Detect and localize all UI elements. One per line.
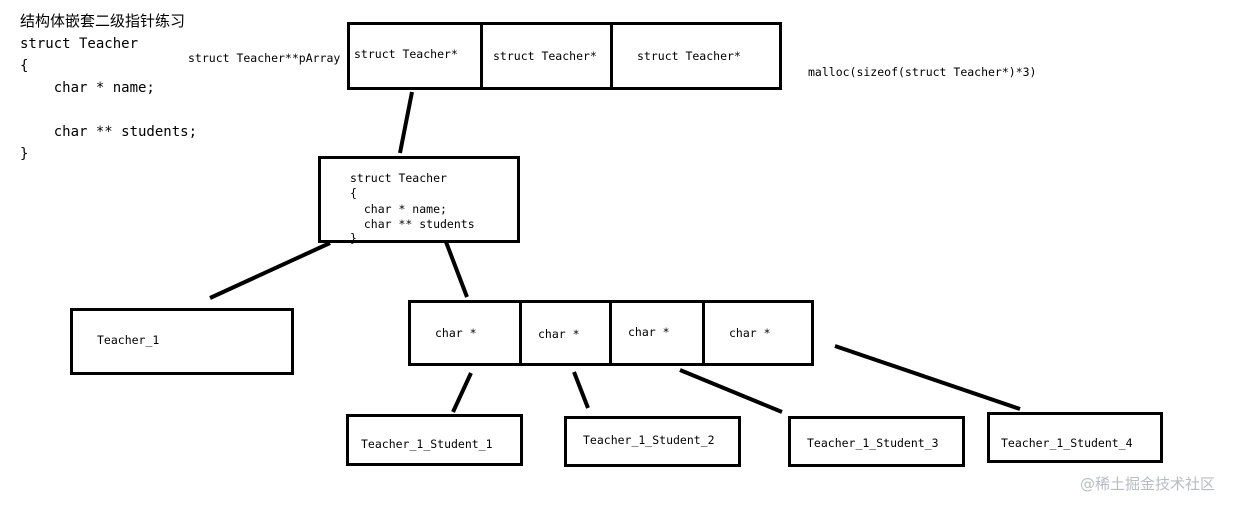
struct-box-line: } bbox=[350, 231, 357, 245]
char-array-cell: char * bbox=[702, 303, 811, 363]
malloc-label: malloc(sizeof(struct Teacher*)*3) bbox=[808, 65, 1037, 79]
student-label: Teacher_1_Student_4 bbox=[1001, 436, 1133, 450]
char-array-box: char * char * char * char * bbox=[408, 300, 814, 366]
char-array-cell-label: char * bbox=[729, 326, 771, 340]
code-line: { bbox=[20, 58, 29, 74]
char-array-cell-label: char * bbox=[538, 327, 580, 341]
struct-box-line: { bbox=[350, 186, 357, 200]
teacher-node-box: Teacher_1 bbox=[70, 308, 294, 375]
struct-box-line: char * name; bbox=[350, 202, 447, 216]
link-pointer-to-struct bbox=[398, 91, 414, 154]
link-struct-to-teacher bbox=[209, 241, 331, 300]
char-array-cell-label: char * bbox=[435, 326, 477, 340]
pointer-array-cell: struct Teacher* bbox=[610, 25, 779, 87]
char-array-cell: char * bbox=[519, 303, 609, 363]
pointer-array-cell: struct Teacher* bbox=[480, 25, 610, 87]
link-char-to-student-4 bbox=[834, 344, 1021, 411]
watermark-text: @稀土掘金技术社区 bbox=[1080, 475, 1216, 493]
code-line: } bbox=[20, 146, 29, 162]
student-box: Teacher_1_Student_1 bbox=[346, 414, 523, 466]
pointer-array-cell-label: struct Teacher* bbox=[354, 47, 458, 61]
code-line: char ** students; bbox=[20, 124, 198, 140]
char-array-cell-label: char * bbox=[628, 325, 670, 339]
char-array-cell: char * bbox=[609, 303, 702, 363]
pointer-array-cell: struct Teacher* bbox=[350, 25, 480, 87]
pointer-array-cell-label: struct Teacher* bbox=[493, 49, 597, 63]
student-box: Teacher_1_Student_3 bbox=[788, 416, 965, 467]
pointer-array-cell-label: struct Teacher* bbox=[637, 49, 741, 63]
code-line: char * name; bbox=[20, 80, 155, 96]
code-line: struct Teacher bbox=[20, 36, 139, 52]
link-char-to-student-1 bbox=[451, 372, 473, 413]
link-char-to-student-2 bbox=[572, 371, 590, 409]
char-array-cell: char * bbox=[411, 303, 519, 363]
student-label: Teacher_1_Student_1 bbox=[361, 437, 493, 451]
parray-label: struct Teacher**pArray bbox=[188, 51, 341, 65]
code-title: 结构体嵌套二级指针练习 bbox=[20, 12, 186, 30]
pointer-array-box: struct Teacher* struct Teacher* struct T… bbox=[347, 22, 782, 90]
student-box: Teacher_1_Student_4 bbox=[987, 412, 1163, 463]
teacher-node-label: Teacher_1 bbox=[97, 333, 160, 347]
student-label: Teacher_1_Student_3 bbox=[807, 436, 939, 450]
student-box: Teacher_1_Student_2 bbox=[564, 416, 741, 467]
struct-box-line: char ** students bbox=[350, 217, 475, 231]
student-label: Teacher_1_Student_2 bbox=[583, 433, 715, 447]
link-struct-to-char-array bbox=[441, 233, 469, 298]
struct-teacher-box bbox=[318, 156, 520, 243]
struct-box-line: struct Teacher bbox=[350, 171, 447, 185]
link-char-to-student-3 bbox=[679, 368, 783, 414]
